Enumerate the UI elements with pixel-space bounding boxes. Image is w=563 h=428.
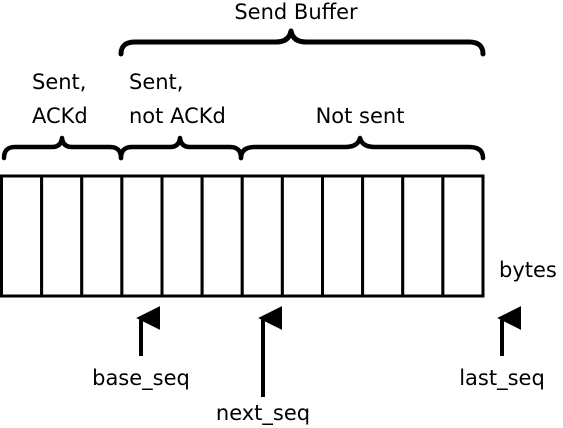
send-buffer-title: Send Buffer	[234, 0, 358, 24]
byte-cells	[0, 174, 485, 298]
brace-sent-not-ackd	[118, 135, 244, 161]
next-seq-label: next_seq	[216, 401, 310, 426]
byte-cell	[80, 174, 124, 298]
byte-cell	[0, 174, 44, 298]
brace-sent-ackd	[1, 135, 124, 161]
byte-cell	[401, 174, 445, 298]
byte-cell	[361, 174, 405, 298]
byte-cell	[321, 174, 365, 298]
send-buffer-brace	[118, 28, 486, 57]
byte-cell	[160, 174, 204, 298]
brace-not-sent	[238, 135, 486, 161]
byte-cell	[40, 174, 84, 298]
base-seq-label: base_seq	[92, 366, 190, 391]
byte-cell	[200, 174, 244, 298]
region-sent-ackd-label-line1: Sent,	[32, 70, 86, 94]
byte-cell	[280, 174, 324, 298]
region-sent-ackd-label-line2: ACKd	[32, 104, 88, 128]
region-sent-not-ackd-label-line2: not ACKd	[129, 104, 226, 128]
region-sent-not-ackd-label-line1: Sent,	[129, 70, 183, 94]
byte-cell	[120, 174, 164, 298]
last-seq-label: last_seq	[459, 366, 545, 391]
byte-cell	[240, 174, 284, 298]
byte-cell	[441, 174, 485, 298]
region-not-sent-label: Not sent	[316, 104, 405, 128]
bytes-label: bytes	[499, 258, 557, 282]
